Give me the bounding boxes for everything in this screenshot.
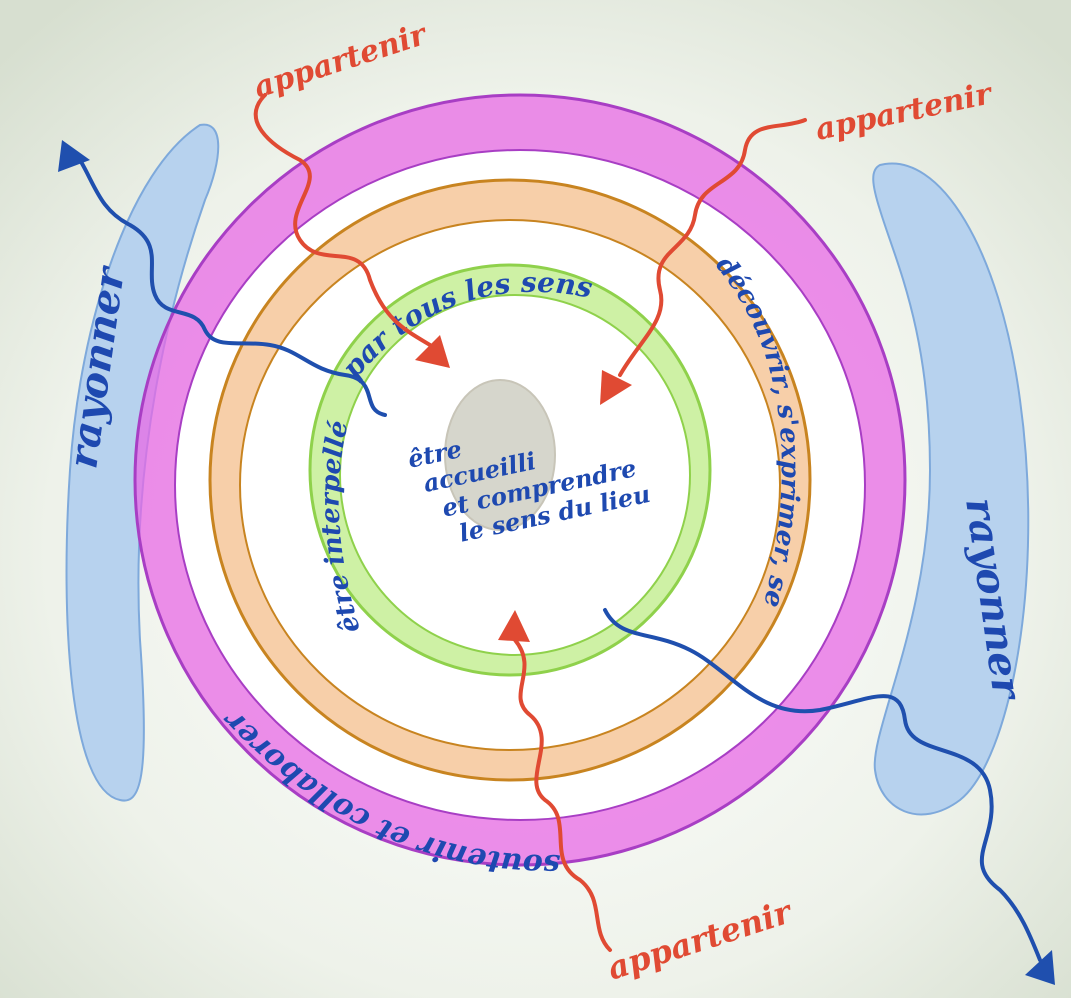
diagram-canvas: être accueilli et comprendre le sens du …: [0, 0, 1071, 998]
diagram: être accueilli et comprendre le sens du …: [0, 0, 1071, 998]
